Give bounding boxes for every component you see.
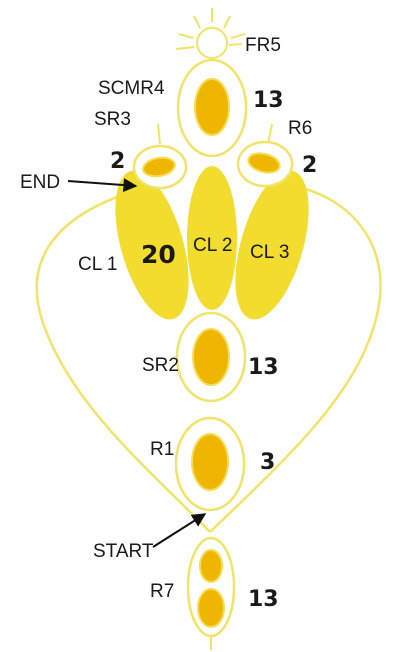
label-cl2: CL 2 (193, 235, 232, 256)
heart-loop-left (35, 188, 211, 533)
label-start: START (93, 541, 154, 562)
label-cl3: CL 3 (250, 242, 289, 263)
petal-cl3 (235, 170, 309, 320)
label-r7: R7 (150, 581, 174, 602)
petal-cl1 (115, 170, 189, 320)
value-r7: 13 (248, 587, 279, 612)
value-r6: 2 (302, 153, 317, 178)
label-r1: R1 (150, 439, 174, 460)
node-sr3 (132, 123, 188, 190)
label-end: END (20, 172, 60, 193)
label-sr3: SR3 (94, 109, 131, 130)
value-r1: 3 (260, 450, 275, 475)
end-arrow (67, 178, 138, 193)
node-r7 (186, 536, 236, 650)
value-scmr4: 13 (253, 88, 284, 113)
petal-cl2 (187, 166, 237, 310)
node-r6 (236, 123, 294, 188)
value-sr3: 2 (110, 149, 125, 174)
heart-loop-right (209, 184, 382, 533)
value-cl: 20 (141, 240, 176, 269)
label-fr5: FR5 (245, 35, 281, 56)
node-fr5 (175, 8, 246, 59)
label-scmr4: SCMR4 (98, 78, 165, 99)
label-sr2: SR2 (142, 355, 179, 376)
node-r1 (174, 416, 246, 512)
value-sr2: 13 (248, 355, 279, 380)
label-cl1: CL 1 (78, 254, 117, 275)
label-r6: R6 (288, 118, 312, 139)
node-scmr4 (176, 58, 248, 158)
start-arrow (152, 513, 207, 548)
node-sr2 (175, 311, 247, 403)
